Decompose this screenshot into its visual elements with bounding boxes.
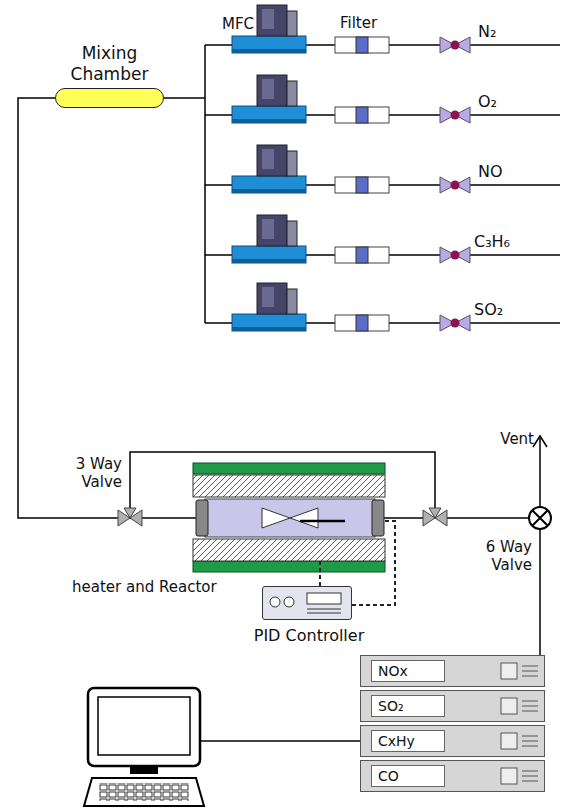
signal-wire bbox=[352, 521, 395, 605]
signal-wire bbox=[319, 561, 321, 586]
part-name: 3 Way Valve bbox=[58, 455, 122, 491]
controller-face bbox=[263, 587, 350, 618]
analyzer-label: CO bbox=[371, 765, 445, 787]
analyzer-box: CxHy bbox=[360, 725, 545, 757]
panel-button bbox=[501, 663, 517, 679]
mass-flow-controller bbox=[232, 215, 306, 263]
panel-lines bbox=[522, 701, 538, 711]
mass-flow-controller bbox=[232, 75, 306, 123]
controller-body bbox=[262, 586, 352, 620]
pid-controller: PID Controller bbox=[240, 586, 378, 645]
keyboard-keys bbox=[99, 783, 189, 801]
chamber-capsule bbox=[55, 88, 164, 108]
gas-name: C₃H₆ bbox=[474, 232, 510, 251]
shutoff-valve bbox=[440, 247, 470, 263]
vent-line bbox=[539, 438, 541, 507]
mass-flow-controller bbox=[232, 283, 306, 331]
heater-jacket bbox=[193, 561, 385, 572]
heater-ground bbox=[193, 475, 385, 497]
part-name: 6 Way Valve bbox=[468, 538, 532, 574]
control-knob bbox=[284, 597, 294, 607]
shutoff-valve bbox=[440, 177, 470, 193]
filter-symbol bbox=[335, 177, 389, 193]
heater-jacket bbox=[193, 463, 385, 474]
catalyst-holder bbox=[262, 508, 318, 528]
computer-monitor bbox=[88, 688, 200, 766]
gas-name: N₂ bbox=[478, 22, 496, 41]
analyzer-label: NOx bbox=[371, 660, 445, 682]
three-way-valve bbox=[423, 508, 447, 526]
node-heading: Mixing Chamber bbox=[55, 43, 164, 84]
thermocouple bbox=[300, 520, 345, 523]
shutoff-valve bbox=[440, 107, 470, 123]
analyzer-panel bbox=[500, 695, 540, 717]
part-name: MFC bbox=[205, 15, 254, 33]
display-window bbox=[307, 593, 341, 604]
monitor-stand bbox=[130, 766, 158, 774]
shutoff-valve bbox=[440, 37, 470, 53]
analyzer-panel bbox=[500, 765, 540, 787]
panel-button bbox=[501, 768, 517, 784]
data-cable bbox=[200, 740, 360, 742]
gas-name: NO bbox=[478, 162, 503, 181]
panel-lines bbox=[307, 609, 341, 613]
panel-lines bbox=[522, 736, 538, 746]
reactor-tube bbox=[205, 499, 375, 537]
mixing-chamber: Mixing Chamber bbox=[55, 43, 164, 108]
manifold-line bbox=[204, 45, 206, 323]
filter-symbol bbox=[335, 37, 389, 53]
analyzer-label: CxHy bbox=[371, 730, 445, 752]
reactor-cap bbox=[372, 500, 384, 536]
keyboard bbox=[84, 778, 204, 806]
part-name: Filter bbox=[340, 14, 377, 32]
panel-lines bbox=[522, 771, 538, 781]
node-heading: PID Controller bbox=[240, 626, 378, 645]
gas-name: SO₂ bbox=[474, 300, 503, 319]
part-name: heater and Reactor bbox=[72, 578, 217, 596]
gas-name: O₂ bbox=[478, 92, 497, 111]
analyzer-panel bbox=[500, 730, 540, 752]
vent-arrow bbox=[533, 436, 547, 447]
analyzer-box: NOx bbox=[360, 655, 545, 687]
shutoff-valve bbox=[440, 315, 470, 331]
heater-element bbox=[193, 539, 385, 561]
control-knob bbox=[270, 597, 280, 607]
analyzer-label: SO₂ bbox=[371, 695, 445, 717]
filter-symbol bbox=[335, 315, 389, 331]
reactor-cap bbox=[196, 500, 208, 536]
gas-line bbox=[18, 98, 540, 655]
panel-lines bbox=[522, 666, 538, 676]
six-way-valve bbox=[529, 507, 551, 529]
analyzer-box: SO₂ bbox=[360, 690, 545, 722]
mass-flow-controller bbox=[232, 145, 306, 193]
six-way-valve-cross bbox=[532, 510, 548, 526]
analyzer-panel bbox=[500, 660, 540, 682]
filter-symbol bbox=[335, 107, 389, 123]
part-name: Vent bbox=[488, 430, 534, 448]
analyzer-box: CO bbox=[360, 760, 545, 792]
three-way-valve bbox=[118, 508, 142, 526]
heater-ground bbox=[193, 539, 385, 561]
panel-button bbox=[501, 733, 517, 749]
filter-symbol bbox=[335, 247, 389, 263]
heater-element bbox=[193, 475, 385, 497]
monitor-screen bbox=[98, 697, 190, 755]
gas-line bbox=[158, 97, 205, 99]
panel-button bbox=[501, 698, 517, 714]
